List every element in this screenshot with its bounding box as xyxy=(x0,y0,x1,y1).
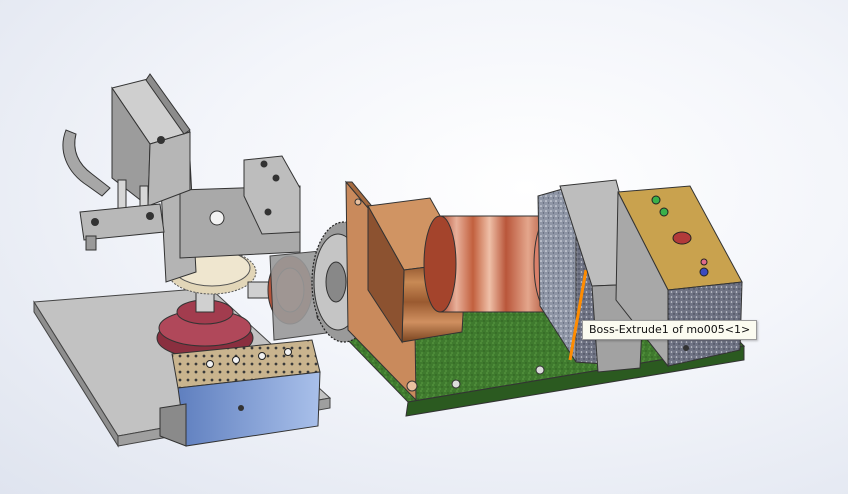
indicator-green-1[interactable] xyxy=(651,195,661,205)
gripper-arm[interactable] xyxy=(62,129,165,251)
actuator-block[interactable] xyxy=(111,73,191,231)
bevel-gear-base[interactable] xyxy=(156,287,254,359)
copper-coil[interactable] xyxy=(423,215,567,313)
knob-red[interactable] xyxy=(672,231,692,245)
highlighted-edge[interactable] xyxy=(568,269,588,361)
indicator-blue[interactable] xyxy=(699,267,709,277)
terminal-block[interactable] xyxy=(159,339,321,447)
indicator-green-2[interactable] xyxy=(659,207,669,217)
coupling-shaft[interactable] xyxy=(247,249,335,341)
indicator-pink[interactable] xyxy=(700,258,708,266)
hover-tooltip: Boss-Extrude1 of mo005<1> xyxy=(582,320,758,340)
